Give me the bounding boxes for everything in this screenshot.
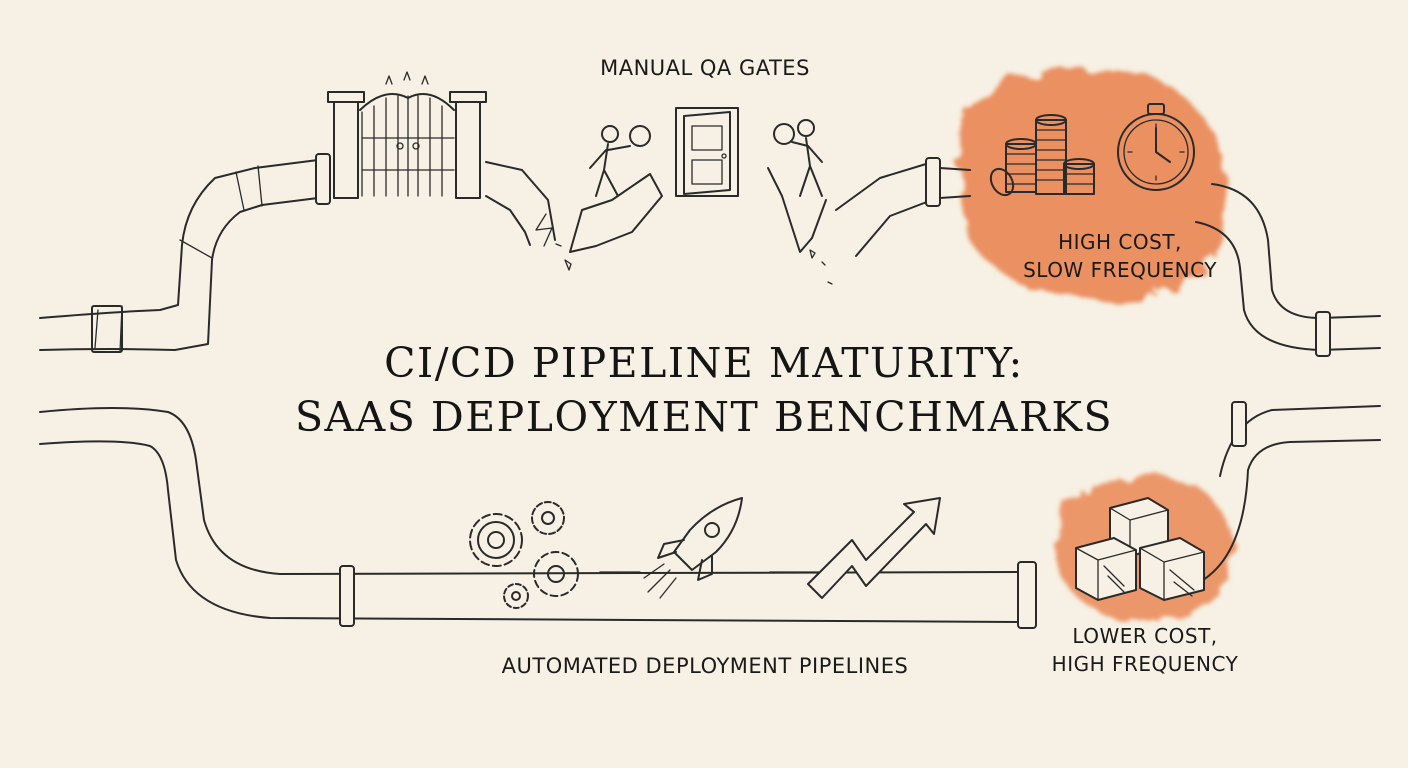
top-pipeline [39, 153, 1381, 357]
inspector-icon-right [773, 119, 823, 197]
inspector-icon-left [589, 125, 651, 197]
stopwatch-icon [1117, 103, 1195, 191]
lower-cost-line2: HIGH FREQUENCY [1051, 652, 1239, 676]
gate-icon [327, 71, 487, 199]
automated-pipelines-label: AUTOMATED DEPLOYMENT PIPELINES [501, 654, 909, 678]
high-cost-line1: HIGH COST, [1058, 230, 1182, 254]
gears-icon [469, 501, 579, 609]
title-line1: CI/CD PIPELINE MATURITY: [384, 339, 1024, 387]
lower-cost-label: LOWER COST, HIGH FREQUENCY [1020, 622, 1270, 678]
manual-qa-label: MANUAL QA GATES [600, 56, 810, 80]
door-icon [675, 107, 739, 197]
bottom-pipeline [39, 401, 1381, 629]
lower-cost-line1: LOWER COST, [1072, 624, 1218, 648]
coins-icon [989, 114, 1095, 197]
diagram-title: CI/CD PIPELINE MATURITY: SAAS DEPLOYMENT… [204, 336, 1204, 444]
title-line2: SAAS DEPLOYMENT BENCHMARKS [294, 393, 1114, 441]
high-cost-label: HIGH COST, SLOW FREQUENCY [1000, 228, 1240, 284]
boxes-icon [1075, 497, 1205, 601]
high-cost-line2: SLOW FREQUENCY [1023, 258, 1217, 282]
rocket-icon [643, 497, 743, 599]
trend-arrow-icon [807, 497, 941, 599]
